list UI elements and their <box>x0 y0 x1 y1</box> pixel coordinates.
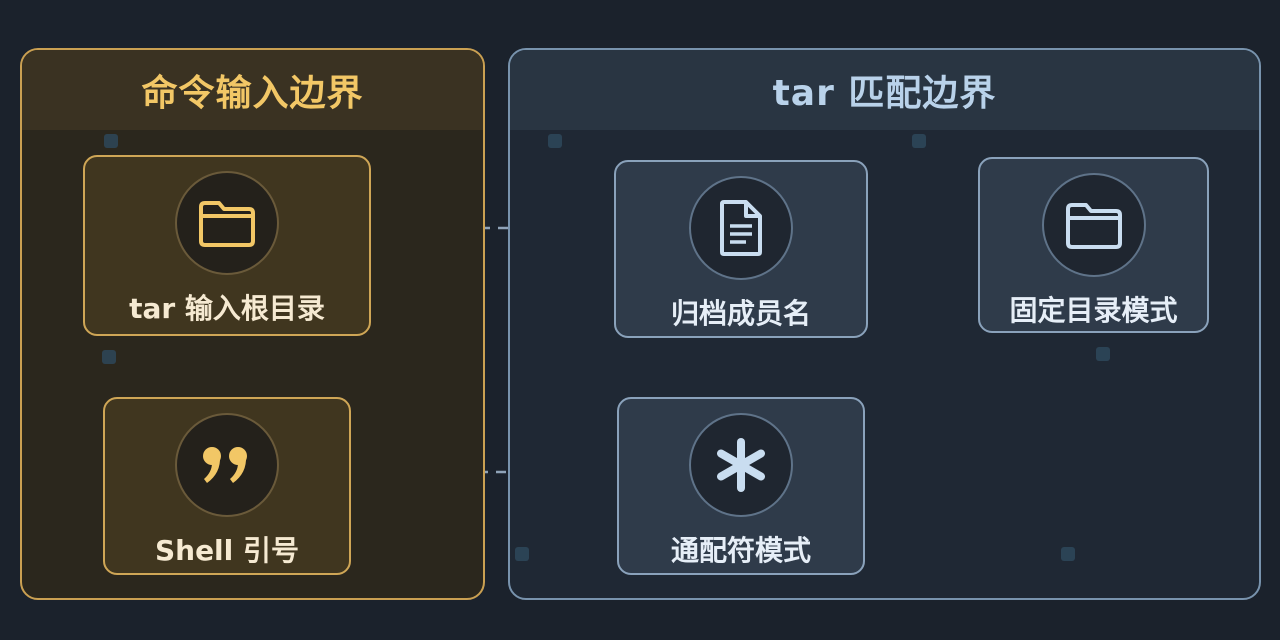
fixed-directory-pattern-node: 固定目录模式 <box>978 157 1209 333</box>
quote-icon <box>175 413 279 517</box>
watermark-mark <box>912 134 926 148</box>
folder-icon <box>175 171 279 275</box>
node-label: Shell 引号 <box>154 534 300 567</box>
document-icon <box>689 176 793 280</box>
node-label: 固定目录模式 <box>1009 294 1178 327</box>
panel-title: 命令输入边界 <box>22 50 483 130</box>
archive-member-name-node: 归档成员名 <box>614 160 868 338</box>
shell-quotes-node: Shell 引号 <box>103 397 351 575</box>
watermark-mark <box>548 134 562 148</box>
watermark-mark <box>1061 547 1075 561</box>
watermark-mark <box>102 350 116 364</box>
watermark-mark <box>1096 347 1110 361</box>
tar-input-root-node: tar 输入根目录 <box>83 155 371 336</box>
asterisk-icon <box>689 413 793 517</box>
panel-title: tar 匹配边界 <box>510 50 1259 130</box>
wildcard-pattern-node: 通配符模式 <box>617 397 865 575</box>
watermark-mark <box>515 547 529 561</box>
node-label: 通配符模式 <box>670 534 811 567</box>
node-label: 归档成员名 <box>670 297 811 330</box>
node-label: tar 输入根目录 <box>129 292 325 325</box>
watermark-mark <box>104 134 118 148</box>
folder-icon <box>1041 173 1146 277</box>
